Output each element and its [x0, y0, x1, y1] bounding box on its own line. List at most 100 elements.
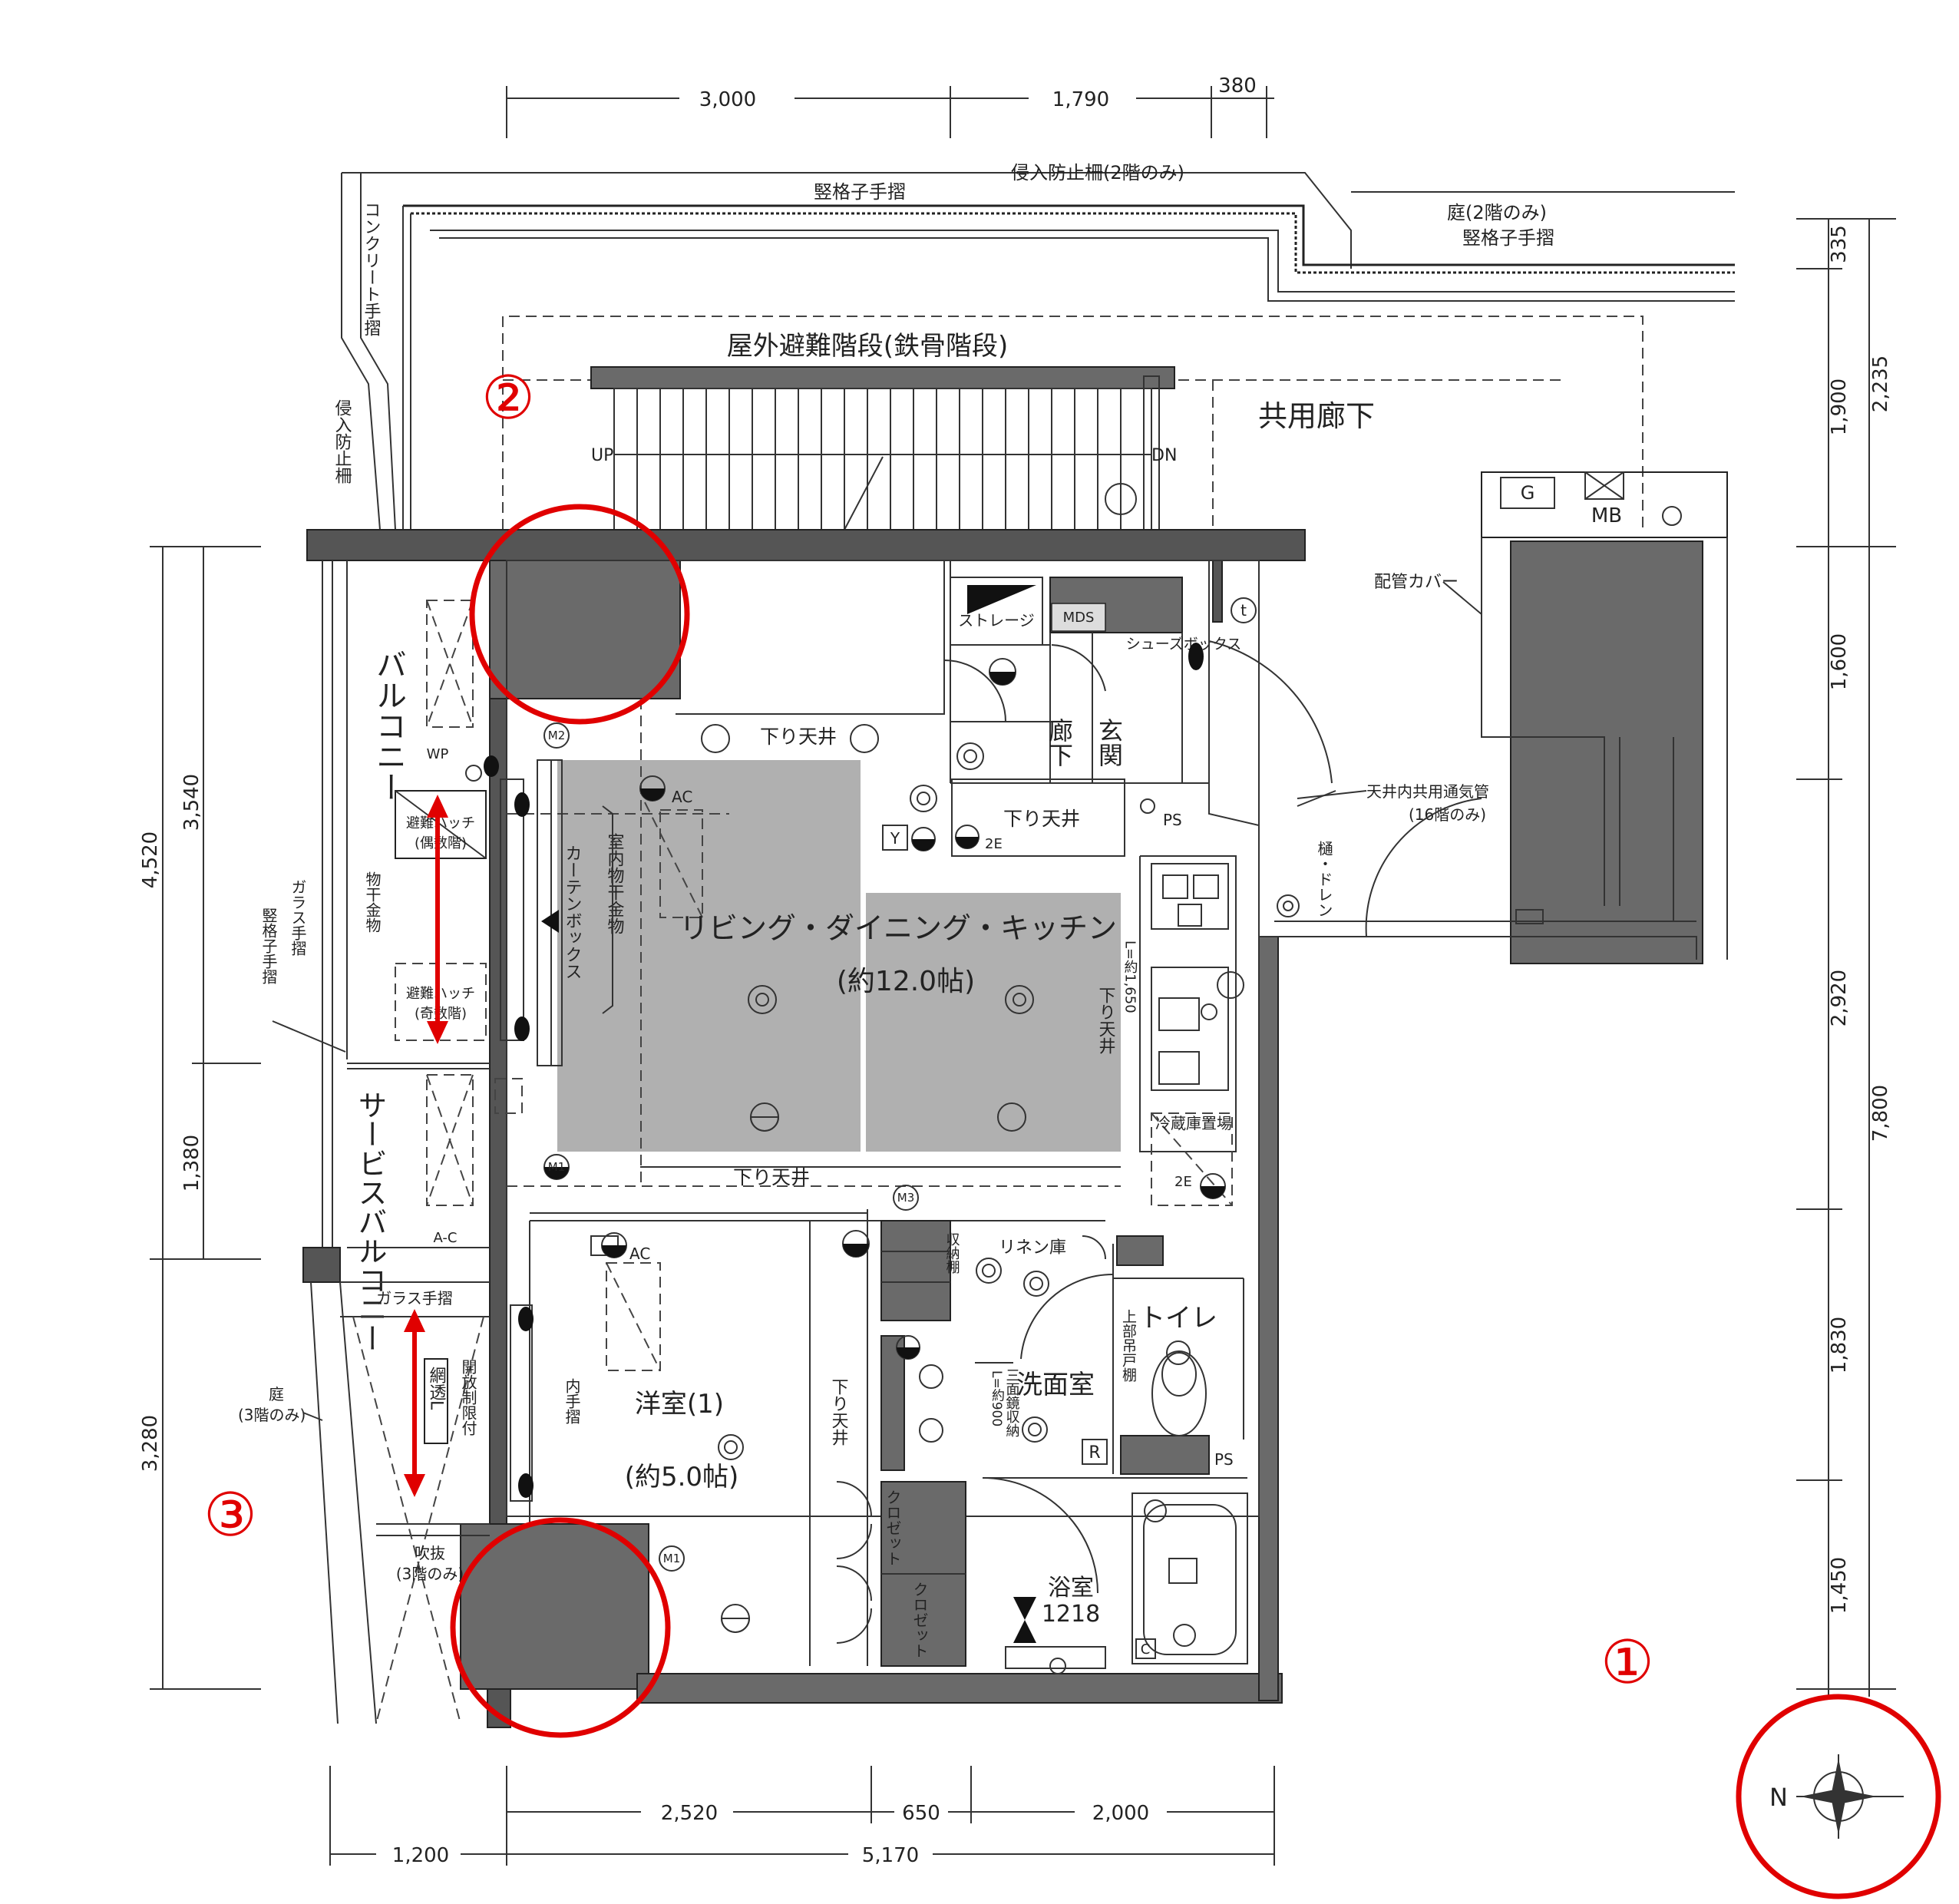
mb-area: G MB 配管カバー — [1374, 471, 1728, 964]
label-vertical-handrail-top: 竪格子手摺 — [814, 181, 906, 203]
lower-left-area: ガラス手摺 網透L 開放制限付 庭 (3階のみ) 吹抜 (3階のみ) — [238, 1281, 490, 1724]
label-ldk: リビング・ダイニング・キッチン — [679, 911, 1117, 945]
dim-right-7800: 7,800 — [1869, 1085, 1892, 1142]
dim-bottom-2520: 2,520 — [661, 1802, 718, 1825]
label-fridge-space: 冷蔵庫置場 — [1155, 1114, 1232, 1132]
wet-area: 収納棚 リネン庫 L=約900 三面鏡収納 洗面室 R トイレ 上部吊戸棚 PS — [880, 1220, 1248, 1674]
dim-right-1900: 1,900 — [1828, 378, 1851, 435]
highlight-circle-top — [469, 504, 690, 725]
outer-handrails: 侵入防止柵(2階のみ) 竪格子手摺 庭(2階のみ) 竪格子手摺 コンクリート手摺… — [332, 162, 1735, 531]
highlight-circle-compass — [1736, 1694, 1941, 1899]
label-atrium-note: (3階のみ) — [396, 1565, 464, 1583]
label-m1-bottom: M1 — [663, 1552, 681, 1565]
label-glass-handrail-2: ガラス手摺 — [376, 1289, 453, 1307]
label-vent-pipe: 天井内共用通気管 — [1366, 782, 1489, 801]
highlight-circle-bottom — [450, 1517, 671, 1738]
north-compass-icon: N — [1769, 1754, 1904, 1839]
label-intrusion-fence-left: 侵入防止柵 — [332, 399, 352, 484]
dim-right-1830: 1,830 — [1828, 1317, 1851, 1373]
right-dimension: 335 1,900 1,600 2,920 1,830 1,450 2,235 … — [1796, 218, 1896, 1697]
dim-bottom-1200: 1,200 — [392, 1844, 449, 1867]
balcony: バルコニー 避難ハッチ (偶数階) 避難ハッチ (奇数階) 物干金物 ガラス手摺… — [259, 560, 490, 1353]
label-garden-2f: 庭(2階のみ) — [1447, 202, 1547, 223]
label-2e-2: 2E — [1174, 1174, 1192, 1190]
left-dimension: 4,520 3,280 3,540 1,380 — [139, 546, 261, 1690]
label-kitchen-l: L=約1,650 — [1122, 940, 1138, 1013]
label-evac-hatch-upper: 避難ハッチ — [406, 986, 475, 1002]
label-evac-hatch-lower-note: (偶数階) — [415, 835, 467, 851]
label-up: UP — [591, 446, 613, 465]
top-dimension: 3,000 1,790 380 — [506, 74, 1274, 138]
label-laundry-hanger-balcony: 物干金物 — [363, 871, 382, 933]
dim-top-3: 380 — [1218, 74, 1257, 98]
label-garden-3f-note: (3階のみ) — [238, 1406, 306, 1424]
label-garden-3f: 庭 — [269, 1385, 284, 1403]
dim-bottom-2000: 2,000 — [1092, 1802, 1149, 1825]
dim-right-1450: 1,450 — [1828, 1557, 1851, 1614]
dim-bottom-5170: 5,170 — [862, 1844, 919, 1867]
label-service-balcony: サービスバルコニー — [353, 1090, 387, 1353]
label-entrance: 玄関 — [1095, 718, 1124, 767]
label-common-corridor: 共用廊下 — [1258, 399, 1375, 433]
label-ldk-area: (約12.0帖) — [837, 966, 975, 997]
marker-1: ① — [1601, 1628, 1654, 1697]
label-gas-meter: G — [1521, 482, 1535, 504]
label-mesh-fence: 網透L — [427, 1367, 447, 1410]
dim-left-1380: 1,380 — [180, 1135, 203, 1192]
label-vertical-handrail-left: 竪格子手摺 — [259, 907, 278, 984]
label-lower-ceiling-1: 下り天井 — [760, 726, 837, 748]
label-atrium: 吹抜 — [415, 1544, 445, 1562]
dim-right-335: 335 — [1828, 225, 1851, 263]
red-annotations: ① ② ③ — [203, 364, 1941, 1899]
label-2e-1: 2E — [985, 836, 1003, 852]
label-vertical-handrail-right: 竪格子手摺 — [1462, 227, 1554, 249]
label-closet-2: クロゼット — [910, 1582, 929, 1658]
label-pipe-cover: 配管カバー — [1374, 573, 1459, 592]
label-indoor-laundry: 室内物干金物 — [605, 833, 625, 934]
label-closet-1: クロゼット — [884, 1489, 902, 1566]
dim-left-3540: 3,540 — [180, 774, 203, 831]
marker-3: ③ — [203, 1481, 257, 1550]
label-western-room: 洋室(1) — [635, 1389, 724, 1420]
label-curtain-box: カーテンボックス — [563, 845, 582, 980]
label-lower-ceiling-2: 下り天井 — [1003, 808, 1080, 830]
label-bath: 浴室 — [1048, 1575, 1094, 1602]
label-inner-handrail: 内手摺 — [563, 1378, 581, 1424]
label-dn: DN — [1151, 446, 1177, 465]
dim-top-1: 3,000 — [699, 88, 756, 111]
label-linen: リネン庫 — [999, 1238, 1066, 1258]
label-ac-1: A-C — [434, 1230, 458, 1246]
label-mds: MDS — [1063, 610, 1095, 626]
label-lower-ceiling-3: 下り天井 — [733, 1166, 810, 1188]
label-r: R — [1089, 1443, 1100, 1463]
label-outdoor-stairs: 屋外避難階段(鉄骨階段) — [727, 331, 1009, 362]
label-washroom-storage: 三面鏡収納 — [1004, 1368, 1020, 1437]
label-wp: WP — [427, 746, 449, 762]
label-evac-hatch-lower: 避難ハッチ — [406, 815, 475, 831]
label-toilet: トイレ — [1139, 1303, 1217, 1334]
ldk: 下り天井 カーテンボックス 室内物干金物 AC リビング・ダイニング・キッチン … — [484, 560, 1260, 1517]
label-c: C — [1141, 1641, 1151, 1658]
label-north: N — [1769, 1783, 1788, 1812]
dim-top-2: 1,790 — [1052, 88, 1109, 111]
label-ac-3: AC — [629, 1245, 650, 1263]
bottom-dimension: 2,520 650 2,000 1,200 5,170 — [329, 1766, 1275, 1868]
label-ac-2: AC — [672, 788, 692, 806]
label-shoes-box: シューズボックス — [1126, 636, 1241, 653]
label-ps-top: PS — [1163, 811, 1182, 829]
label-lower-ceiling-4: 下り天井 — [829, 1378, 849, 1446]
label-glass-handrail: ガラス手摺 — [289, 879, 307, 956]
kitchen: L=約1,650 下り天井 冷蔵庫置場 2E — [1096, 855, 1244, 1206]
western-room: AC 洋室(1) (約5.0帖) 下り天井 内手摺 M1 M3 クロゼット クロ… — [510, 1185, 1105, 1667]
label-m2: M2 — [548, 729, 566, 742]
label-y: Y — [890, 829, 900, 848]
label-concrete-handrail: コンクリート手摺 — [362, 201, 382, 336]
entrance-area: ストレージ MDS シューズボックス 廊下 玄関 t 下り天井 PS Y 2E … — [882, 560, 1544, 937]
label-m1-top: M1 — [548, 1160, 566, 1174]
label-lower-ceiling-kitchen: 下り天井 — [1096, 987, 1116, 1054]
label-lattice-limit: 開放制限付 — [459, 1359, 477, 1436]
label-washroom: 洗面室 — [1016, 1370, 1095, 1400]
label-mb: MB — [1591, 504, 1622, 527]
walls — [306, 529, 1697, 1728]
